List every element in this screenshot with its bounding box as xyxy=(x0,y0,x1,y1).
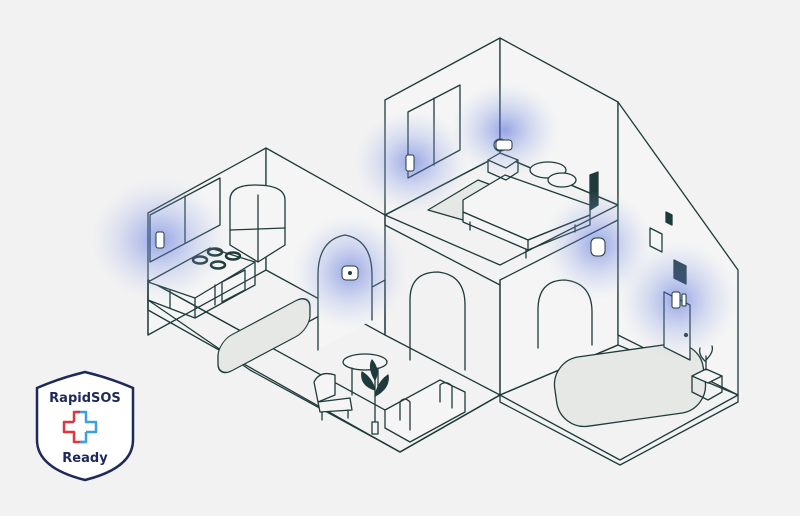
bedroom-camera-signal xyxy=(450,82,560,178)
pillow xyxy=(547,172,577,188)
bedroom-camera-icon[interactable] xyxy=(495,139,513,151)
bedroom-window-sensor-signal xyxy=(354,110,470,214)
sofa xyxy=(384,379,466,443)
wall-art-3 xyxy=(665,211,673,226)
entry-door-sensor-icon[interactable] xyxy=(671,291,681,309)
dining-chair xyxy=(313,372,353,421)
stairway-motion-sensor-icon[interactable] xyxy=(590,237,606,257)
kitchen-window-sensor-icon[interactable] xyxy=(155,231,165,249)
entry-door-sensor-signal xyxy=(618,240,738,360)
fridge xyxy=(229,184,286,263)
floor-plant xyxy=(361,359,389,435)
entry-side-table xyxy=(691,345,723,401)
badge-line2: Ready xyxy=(62,451,108,466)
badge-line1: RapidSOS xyxy=(49,391,121,406)
hallway-sensor-signal xyxy=(292,214,408,330)
bedroom-window-sensor-icon[interactable] xyxy=(405,154,415,172)
badge-shield xyxy=(35,370,135,482)
kitchen-sensor-signal xyxy=(90,178,230,302)
living-arch xyxy=(409,271,466,371)
rapidsos-ready-badge: RapidSOS Ready xyxy=(35,370,135,482)
rapidsos-cross-icon xyxy=(62,410,98,444)
kitchen-rug xyxy=(217,298,311,374)
